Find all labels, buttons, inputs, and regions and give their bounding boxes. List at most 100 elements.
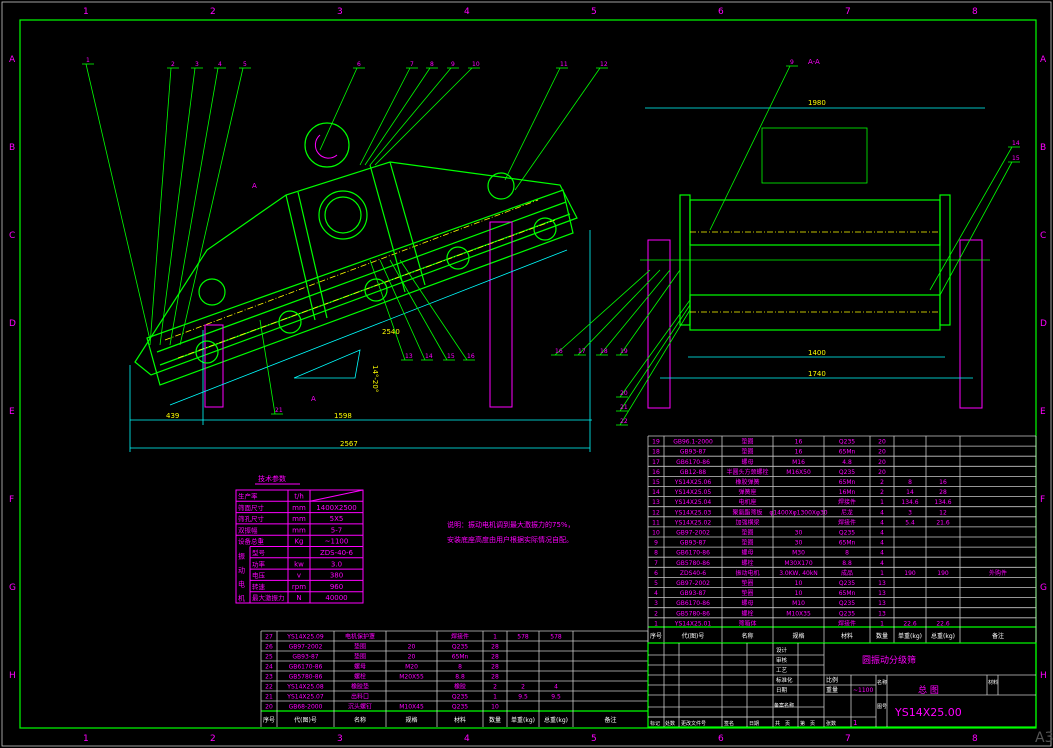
parts-cell: 4 [880,550,884,557]
parts-cell: YS14X25.08 [286,684,324,691]
leader-line [169,67,219,346]
empty-cell-diagonal [309,489,364,502]
parts-cell: 20 [878,469,886,476]
parts-cell: 焊接件 [451,633,469,641]
param-unit: t/h [294,493,304,501]
leader-line [369,259,406,361]
parts-cell: 13 [878,580,886,587]
parts-header-cell: 材料 [841,632,853,640]
parts-cell: M30 [792,550,805,557]
part-callout: 6 [357,61,361,68]
part-callout: 1 [86,57,90,64]
grid-row-label: H [9,671,16,681]
parts-cell: ZDS40-6 [680,570,706,577]
parts-cell: YS14X25.06 [674,479,712,486]
parts-cell: Q235 [452,644,468,651]
parts-cell: 螺栓 [741,609,753,617]
beam-end [364,278,388,302]
param-unit: rpm [292,583,306,591]
parts-cell: 18 [652,449,660,456]
param-unit: Kg [294,538,303,546]
parts-cell: 9 [654,540,658,547]
section-mark-a-top: A [252,182,257,190]
part-callout: 9 [451,61,455,68]
parts-cell: 11 [652,519,660,526]
param-value: ~1100 [325,538,349,546]
leader-line [514,67,601,191]
parts-cell: 螺母 [741,458,753,466]
parts-cell: GB97-2002 [676,580,710,587]
parts-header-cell: 数量 [489,716,501,724]
parts-cell: 20 [878,439,886,446]
drawing-no-label: 图号 [877,704,887,710]
leader-line [85,63,151,341]
leader-line [374,67,473,166]
parts-cell: YS14X25.04 [674,499,712,506]
parts-cell: GB5780-86 [676,610,710,617]
parts-cell: M30X170 [784,560,813,567]
grid-row-label: F [9,495,14,505]
param-label: 双振幅 [238,525,258,534]
parts-cell: 28 [491,674,499,681]
grid-row-label: F [1040,495,1045,505]
parts-header-cell: 总重(kg) [931,632,955,640]
parts-cell: 4.8 [842,459,852,466]
parts-cell: 16 [652,469,660,476]
parts-cell: 螺母 [741,599,753,607]
parts-header-cell: 单重(kg) [898,632,922,640]
side-view-title: A-A [808,58,820,66]
parts-cell: Q235 [839,530,855,537]
parts-cell: 16Mn [839,489,856,496]
parts-cell: 5 [654,580,658,587]
parts-cell: Q235 [839,600,855,607]
leader-line [159,67,196,346]
parts-cell: 30 [795,530,803,537]
grid-row-label: G [1040,583,1047,593]
parts-cell: Q235 [839,610,855,617]
parts-cell: GB97-2002 [676,530,710,537]
parts-header-cell: 备注 [604,716,616,724]
part-callout: 9 [790,59,794,66]
grid-column-label: 6 [718,7,724,17]
grid-column-label: 1 [83,7,89,17]
sign-row-label: 设计 [776,646,788,654]
title-block: 圆振动分级筛 总 图 YS14X25.00 比例 重量 ~1100 名称 材料 … [647,642,1037,728]
parts-cell: 螺母 [354,663,366,671]
side-support-left [647,239,671,409]
parts-cell: 24 [265,664,273,671]
parts-cell: 28 [939,489,947,496]
param-label: 生产率 [238,492,258,501]
parts-cell: 4 [654,590,658,597]
parts-cell: M10X35 [786,610,811,617]
param-unit: mm [292,526,306,534]
parts-cell: 65Mn [839,590,856,597]
leader-line [149,67,172,346]
param-unit: mm [292,515,306,523]
parts-cell: 5.4 [905,519,915,526]
parts-cell: 筛箱体 [738,619,756,627]
side-plate-line [285,194,316,321]
parts-cell: 21.6 [936,519,950,526]
leader-line [389,259,448,361]
parts-header-cell: 名称 [354,716,366,724]
parts-header-cell: 规格 [405,716,417,724]
part-callout: 16 [467,353,475,360]
grid-column-label: 1 [83,734,89,744]
param-label: 筛孔尺寸 [238,514,265,523]
parts-cell: 10 [795,590,803,597]
parts-cell: GB5780-86 [676,560,710,567]
part-callout: 19 [620,348,628,355]
part-callout: 14 [425,353,433,360]
parts-header-cell: 代(图)号 [294,716,317,724]
leader-line [179,67,244,346]
parts-cell: 28 [491,654,499,661]
leader-line [369,67,452,166]
parts-cell: Q235 [839,439,855,446]
param-label: 筛面尺寸 [238,503,265,512]
parts-cell: 20 [408,654,416,661]
parts-cell: 19 [652,439,660,446]
parts-cell: 28 [491,664,499,671]
param-label: 功率 [252,559,266,568]
